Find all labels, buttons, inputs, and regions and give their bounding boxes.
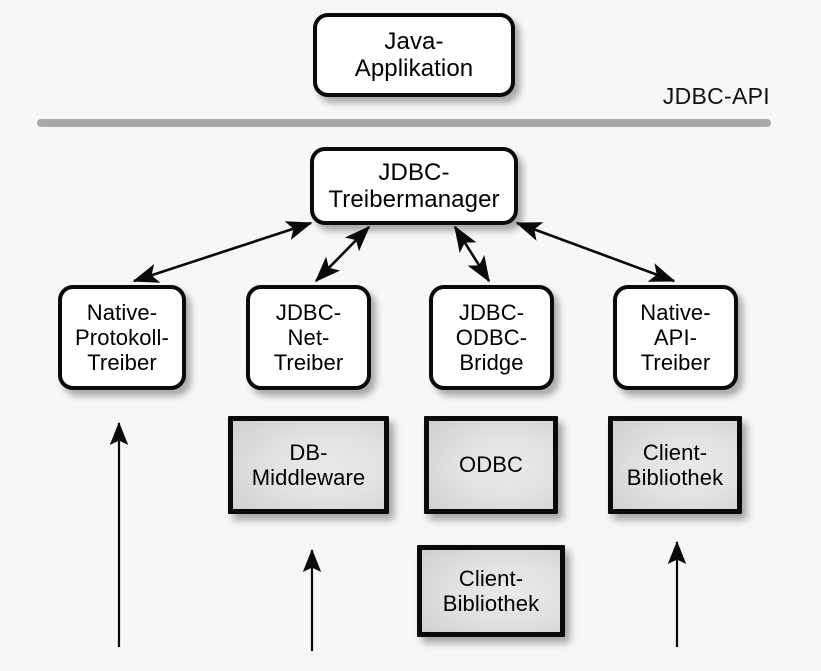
node-java-applikation-label: Java- Applikation [354,27,474,82]
node-native-protokoll-treiber[interactable]: Native- Protokoll- Treiber [58,285,186,390]
node-client-bibliothek-right[interactable]: Client- Bibliothek [608,416,742,514]
jdbc-api-separator-bar [37,119,771,127]
jdbc-api-label: JDBC-API [662,83,770,109]
node-client-bibliothek-middle[interactable]: Client- Bibliothek [417,545,565,637]
node-jdbc-odbc-bridge[interactable]: JDBC- ODBC- Bridge [429,285,554,390]
node-native-protokoll-treiber-label: Native- Protokoll- Treiber [75,299,169,376]
connector-treibermanager-native-protokoll [132,221,313,283]
node-native-api-treiber-label: Native- API- Treiber [640,299,711,376]
node-client-bibliothek-middle-label: Client- Bibliothek [442,565,540,616]
connector-treibermanager-jdbc-odbc [453,225,491,283]
node-db-middleware-label: DB- Middleware [251,439,366,490]
node-java-applikation[interactable]: Java- Applikation [313,13,515,97]
node-jdbc-treibermanager[interactable]: JDBC- Treibermanager [310,147,518,225]
node-odbc[interactable]: ODBC [424,416,558,514]
node-client-bibliothek-right-label: Client- Bibliothek [626,439,724,490]
connector-treibermanager-jdbc-net [314,225,371,283]
connector-treibermanager-native-api [515,221,676,283]
node-jdbc-net-treiber-label: JDBC- Net- Treiber [273,299,344,376]
node-jdbc-net-treiber[interactable]: JDBC- Net- Treiber [246,285,371,390]
node-db-middleware[interactable]: DB- Middleware [228,416,389,514]
node-jdbc-treibermanager-label: JDBC- Treibermanager [328,158,500,213]
node-odbc-label: ODBC [459,452,523,478]
node-jdbc-odbc-bridge-label: JDBC- ODBC- Bridge [455,299,528,376]
node-native-api-treiber[interactable]: Native- API- Treiber [613,285,738,390]
